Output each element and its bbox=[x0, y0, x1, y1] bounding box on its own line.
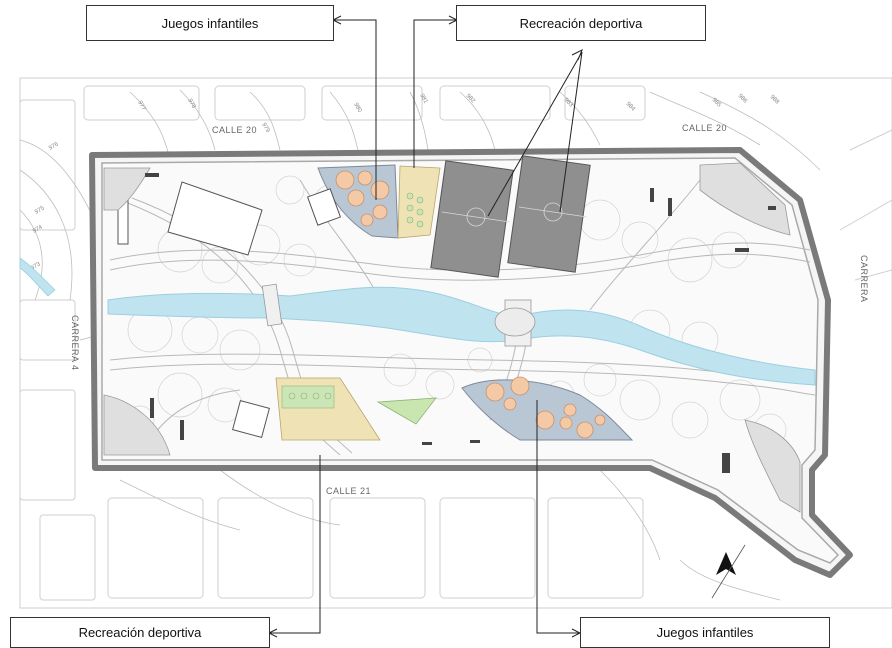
contour-label: 974 bbox=[32, 224, 44, 235]
sports-court bbox=[507, 155, 591, 273]
street-label-east: CARRERA bbox=[859, 255, 869, 303]
callout-juegos-infantiles-bottom: Juegos infantiles bbox=[580, 617, 830, 648]
contour-label: 976 bbox=[48, 141, 60, 152]
contour-label: 980 bbox=[352, 102, 363, 114]
street-label-north: CALLE 20 bbox=[212, 125, 257, 135]
lawn-bottom bbox=[376, 397, 437, 425]
callout-recreacion-deportiva-top: Recreación deportiva bbox=[456, 5, 706, 41]
contour-label: 975 bbox=[34, 205, 46, 216]
leader-top-left bbox=[334, 19, 377, 200]
contour-labels: 976 975 974 973 977 978 979 980 981 982 … bbox=[30, 93, 780, 272]
leader-top-right bbox=[413, 19, 456, 168]
sports-court bbox=[430, 160, 514, 278]
river bbox=[107, 286, 816, 386]
contour-label: 978 bbox=[186, 98, 197, 110]
callout-label: Juegos infantiles bbox=[161, 15, 259, 31]
street-label-north-east: CALLE 20 bbox=[682, 123, 727, 133]
north-arrow-icon bbox=[711, 544, 746, 599]
park-inner-boundary bbox=[101, 157, 840, 564]
contour-label: 981 bbox=[418, 93, 429, 105]
contour-label: 988 bbox=[769, 94, 781, 106]
callout-label: Juegos infantiles bbox=[656, 625, 754, 640]
sports-area-bottom-fields bbox=[281, 385, 335, 409]
sand-area-top-equipment bbox=[406, 192, 424, 228]
leader-top-right-2 bbox=[559, 51, 583, 213]
off-site-stream bbox=[19, 257, 56, 297]
leader-bottom-right bbox=[536, 400, 579, 634]
city-blocks bbox=[19, 85, 892, 601]
leader-bottom-left bbox=[270, 455, 321, 634]
sports-courts bbox=[430, 155, 591, 278]
play-equipment-bottom bbox=[485, 376, 606, 439]
contour-label: 985 bbox=[711, 97, 723, 109]
contour-label: 986 bbox=[737, 93, 749, 105]
street-label-south: CALLE 21 bbox=[326, 486, 371, 496]
callout-recreacion-deportiva-bottom: Recreación deportiva bbox=[10, 617, 270, 648]
callout-juegos-infantiles-top: Juegos infantiles bbox=[86, 5, 334, 41]
callout-label: Recreación deportiva bbox=[519, 15, 643, 31]
benches bbox=[145, 173, 776, 473]
contour-label: 982 bbox=[465, 93, 477, 105]
contour-label: 984 bbox=[625, 101, 637, 113]
callout-leaders bbox=[267, 15, 583, 638]
crossings bbox=[261, 283, 536, 347]
callout-label: Recreación deportiva bbox=[78, 625, 202, 640]
contour-label: 977 bbox=[136, 100, 147, 112]
leader-top-right-1 bbox=[487, 51, 583, 217]
structures bbox=[117, 181, 342, 438]
contour-label: 983 bbox=[563, 97, 575, 109]
contour-label: 973 bbox=[30, 261, 42, 272]
street-label-west: CARRERA 4 bbox=[70, 315, 80, 371]
contour-label: 979 bbox=[260, 122, 271, 134]
corner-plazas bbox=[103, 162, 801, 513]
